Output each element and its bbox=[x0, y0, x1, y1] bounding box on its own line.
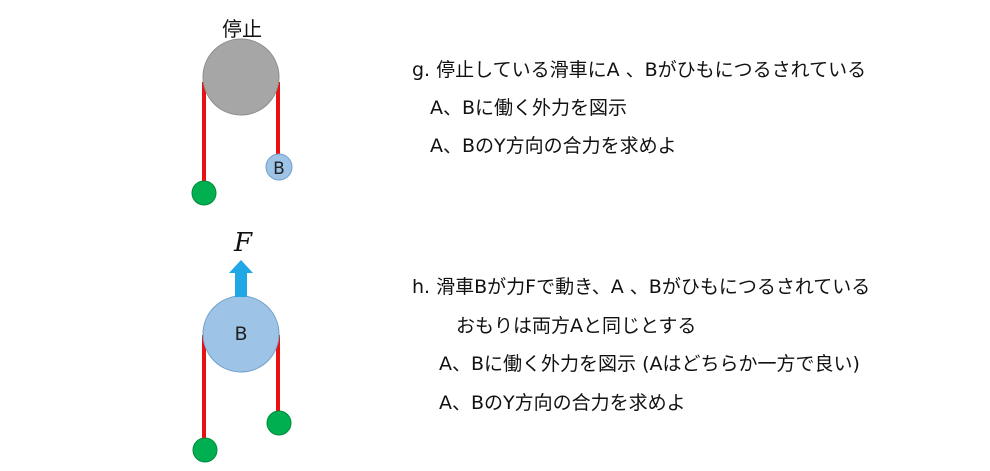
problem-h-line2: おもりは両方Aと同じとする bbox=[456, 315, 697, 337]
weight-right-bottom bbox=[266, 410, 292, 436]
weight-b-top-label: B bbox=[273, 159, 285, 179]
stopped-pulley bbox=[202, 38, 280, 116]
problem-h-line4: A、BのY方向の合力を求めよ bbox=[439, 392, 686, 414]
weight-a-top bbox=[191, 180, 217, 206]
weight-b-top bbox=[265, 153, 293, 181]
moving-pulley-system: B F bbox=[192, 228, 292, 463]
force-label: F bbox=[233, 228, 253, 258]
force-arrow-icon bbox=[229, 260, 253, 297]
stopped-pulley-system: B 停止 bbox=[191, 17, 293, 206]
weight-left-bottom bbox=[192, 437, 218, 463]
problem-g-line3: A、BのY方向の合力を求めよ bbox=[430, 135, 677, 157]
problem-h-line1: h. 滑車Bが力Fで動き、A 、Bがひもにつるされている bbox=[412, 276, 871, 298]
problem-g-line1: g. 停止している滑車にA 、Bがひもにつるされている bbox=[412, 59, 867, 81]
moving-pulley-label: B bbox=[234, 323, 247, 345]
problem-h-line3: A、Bに働く外力を図示 (Aはどちらか一方で良い) bbox=[439, 353, 860, 375]
stopped-pulley-label: 停止 bbox=[222, 17, 262, 41]
problem-g-line2: A、Bに働く外力を図示 bbox=[430, 97, 628, 119]
